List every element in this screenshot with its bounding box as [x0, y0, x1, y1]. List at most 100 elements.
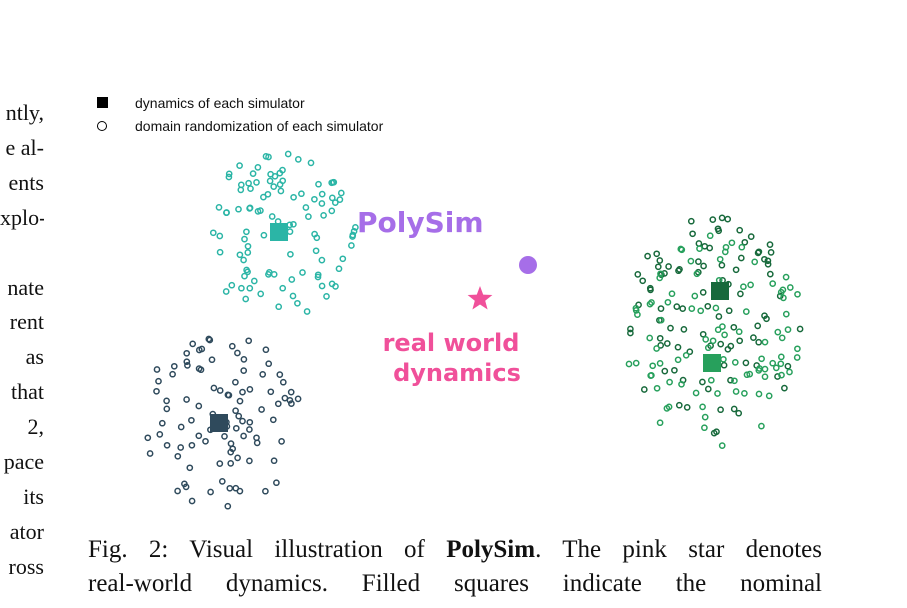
randomization-sample-circle [780, 294, 787, 302]
real-world-label-line2: dynamics [393, 359, 521, 387]
filled-square-icon [97, 97, 108, 108]
randomization-sample-circle [229, 445, 237, 453]
randomization-sample-circle [276, 371, 284, 378]
randomization-sample-circle [225, 173, 233, 181]
randomization-sample-circle [260, 193, 267, 201]
randomization-sample-circle [755, 390, 763, 398]
randomization-sample-circle [646, 300, 654, 308]
randomization-sample-circle [682, 351, 690, 359]
randomization-sample-circle [262, 487, 269, 495]
randomization-sample-circle [305, 213, 312, 220]
randomization-sample-circle [688, 305, 696, 312]
randomization-sample-circle [777, 353, 785, 361]
randomization-sample-circle [262, 346, 270, 354]
left-column-line: nate [7, 274, 44, 300]
randomization-sample-circle [268, 213, 276, 220]
randomization-sample-circle [736, 226, 744, 234]
randomization-sample-circle [237, 186, 245, 194]
randomization-sample-circle [784, 362, 792, 370]
randomization-sample-circle [202, 437, 209, 445]
randomization-sample-circle [303, 308, 311, 315]
randomization-sample-circle [246, 204, 254, 212]
randomization-sample-circle [738, 243, 746, 251]
randomization-sample-circle [699, 403, 706, 411]
randomization-sample-circle [654, 263, 662, 271]
randomization-sample-circle [314, 271, 322, 279]
randomization-sample-circle [731, 377, 738, 385]
randomization-sample-circle [724, 345, 732, 353]
nominal-dynamics-markers [210, 223, 729, 432]
randomization-sample-circle [761, 255, 768, 263]
randomization-sample-circle [182, 483, 190, 491]
randomization-sample-circle [717, 406, 724, 414]
randomization-sample-circle [653, 250, 661, 258]
randomization-sample-circle [242, 295, 250, 303]
randomization-sample-circle [761, 365, 769, 373]
randomization-sample-circle [687, 257, 695, 265]
randomization-sample-circle [307, 159, 315, 167]
randomization-sample-circle [732, 388, 740, 395]
randomization-sample-circle [348, 242, 355, 249]
randomization-sample-circle [163, 397, 170, 405]
randomization-sample-circle [262, 153, 270, 160]
randomization-sample-circle [754, 322, 762, 330]
randomization-sample-circle [710, 429, 718, 437]
randomization-sample-circle [235, 412, 243, 420]
randomization-sample-circle [232, 378, 239, 386]
randomization-sample-circle [657, 342, 665, 349]
randomization-sample-circle [743, 371, 751, 379]
randomization-sample-circle [661, 270, 668, 277]
randomization-sample-circle [298, 190, 305, 198]
randomization-sample-circle [227, 440, 235, 447]
left-column-line: its [23, 483, 44, 509]
randomization-sample-circle [714, 390, 721, 397]
randomization-sample-circle [195, 432, 203, 440]
randomization-sample-circle [742, 308, 750, 315]
randomization-sample-circle [287, 388, 295, 396]
left-column-line: ross [8, 553, 44, 579]
randomization-sample-circle [724, 215, 732, 223]
randomization-sample-circle [290, 220, 297, 228]
randomization-sample-circle [677, 245, 685, 253]
randomization-sample-circle [328, 207, 336, 215]
randomization-sample-circle [731, 359, 739, 366]
randomization-sample-circle [227, 460, 235, 467]
randomization-sample-circle [311, 195, 318, 203]
randomization-sample-circle [228, 281, 236, 289]
randomization-sample-circle [274, 400, 282, 408]
real-world-label-line1: real world [383, 329, 520, 357]
randomization-sample-circle [238, 284, 245, 292]
randomization-sample-circle [239, 417, 246, 425]
randomization-sample-circle [294, 299, 301, 307]
polysim-dot [519, 256, 537, 274]
randomization-sample-circle [246, 418, 254, 426]
randomization-sample-circle [782, 273, 790, 281]
randomization-sample-circle [266, 177, 274, 185]
randomization-sample-circle [665, 263, 672, 270]
randomization-sample-circle [183, 349, 191, 357]
randomization-sample-circle [632, 359, 640, 367]
randomization-sample-circle [216, 387, 224, 394]
randomization-sample-circle [692, 389, 700, 397]
randomization-sample-circle [656, 334, 664, 342]
randomization-sample-circle [253, 434, 260, 442]
randomization-sample-circle [718, 214, 726, 222]
randomization-sample-circle [673, 303, 681, 310]
randomization-sample-circle [222, 288, 230, 295]
randomization-sample-circle [318, 200, 326, 207]
randomization-sample-circle [270, 457, 278, 465]
randomization-sample-circle [725, 307, 733, 315]
randomization-sample-circle [289, 292, 297, 300]
caption-line-2: real-world dynamics. Filled squares indi… [88, 570, 822, 597]
randomization-sample-circle [245, 337, 253, 345]
randomization-sample-circle [223, 209, 230, 216]
randomization-sample-circle [246, 457, 253, 465]
randomization-sample-circle [281, 394, 289, 402]
randomization-sample-circle [189, 340, 197, 348]
randomization-sample-circle [188, 416, 195, 424]
randomization-sample-circle [240, 432, 247, 440]
randomization-sample-circle [257, 290, 265, 298]
randomization-sample-circle [666, 378, 673, 386]
randomization-sample-circle [758, 422, 765, 430]
randomization-sample-circle [286, 228, 294, 235]
